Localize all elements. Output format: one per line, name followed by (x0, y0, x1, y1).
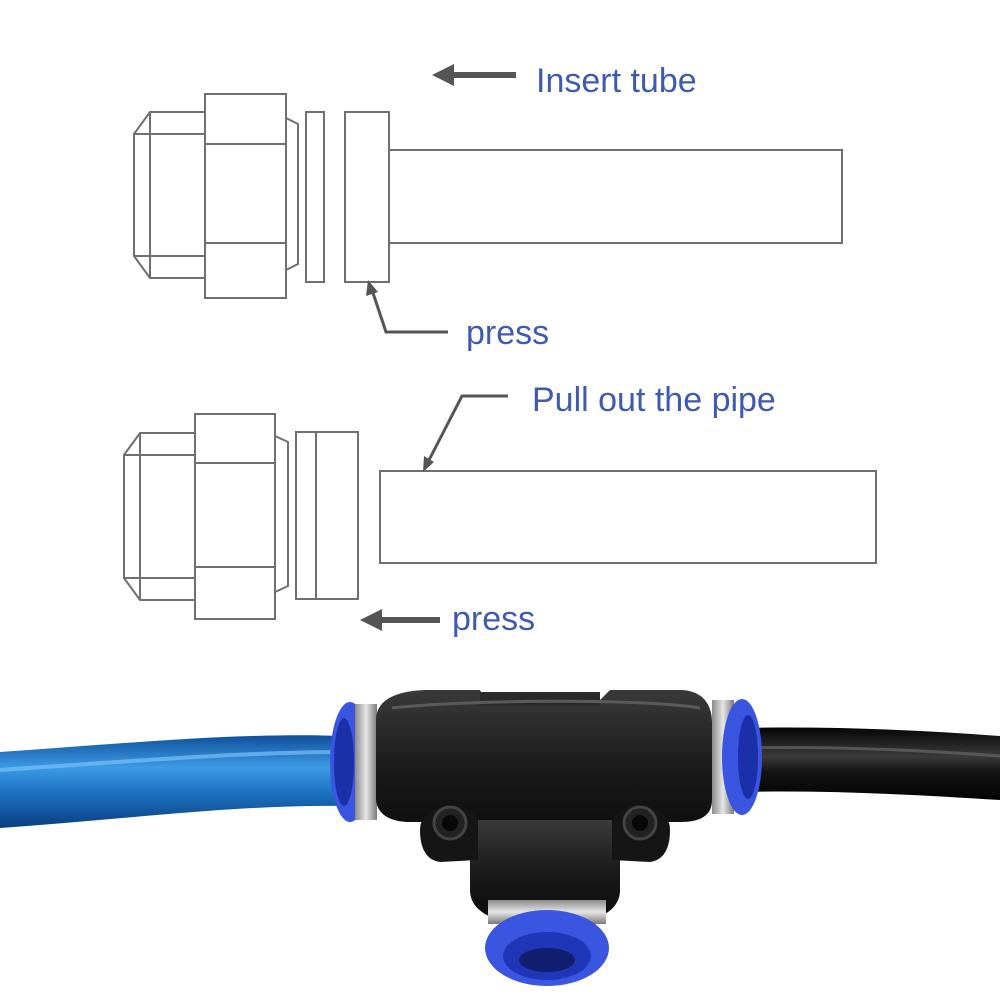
collet (344, 111, 390, 283)
press-label-2: press (452, 600, 535, 638)
insert-arrow-icon (432, 64, 516, 86)
fitting-drawing-insert (133, 93, 843, 299)
fitting-drawing-release (123, 413, 877, 620)
blue-tube (0, 735, 345, 828)
thread-nose-2 (123, 432, 195, 601)
press-pointer-icon (366, 280, 378, 296)
pull-pointer-icon (423, 456, 434, 472)
press-label-1: press (466, 314, 549, 352)
inserted-tube (388, 149, 843, 244)
pull-leader-line (426, 394, 508, 463)
collet-pressed (295, 431, 359, 600)
press-leader-line-1 (370, 289, 448, 334)
insert-tube-label: Insert tube (536, 62, 697, 100)
black-tube (740, 727, 1000, 800)
press-arrow-icon (360, 609, 440, 631)
released-tube (379, 470, 877, 564)
thread-nose (133, 111, 205, 279)
release-ring (305, 111, 325, 283)
hex-body (204, 93, 287, 299)
hex-body-2 (194, 413, 276, 620)
fitting-branch (470, 820, 620, 925)
pull-out-label: Pull out the pipe (532, 381, 776, 419)
tee-fitting-photo (0, 690, 1000, 986)
